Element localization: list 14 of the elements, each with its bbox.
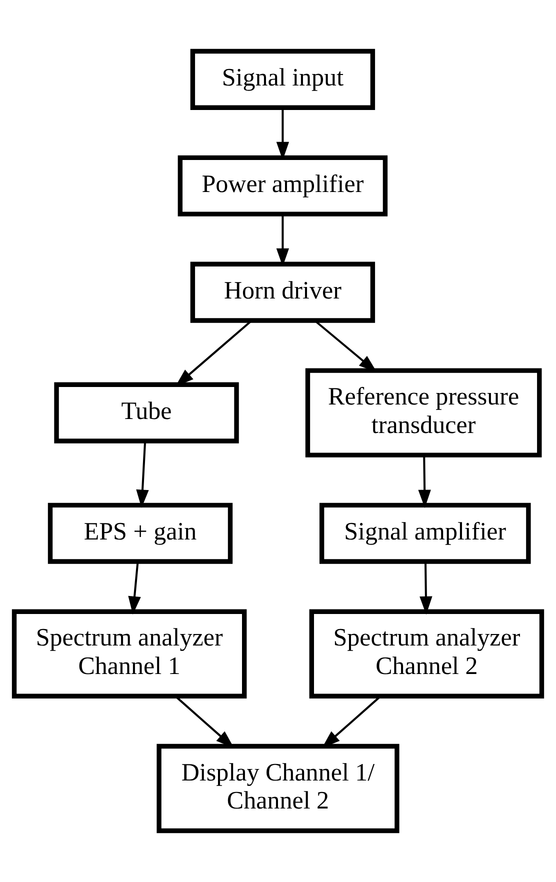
arrow bbox=[128, 561, 141, 615]
node-box: Signal input bbox=[190, 48, 376, 110]
node-box: Reference pressure transducer bbox=[305, 368, 542, 458]
node-box: Horn driver bbox=[190, 262, 376, 323]
arrow bbox=[420, 562, 432, 615]
node-box: Spectrum analyzer Channel 2 bbox=[309, 609, 544, 698]
node-box: Signal amplifier bbox=[319, 502, 531, 564]
node-box: Tube bbox=[54, 382, 239, 444]
node-box: Spectrum analyzer Channel 1 bbox=[12, 609, 247, 698]
node-box: Display Channel 1/ Channel 2 bbox=[156, 744, 400, 834]
node-box: Power amplifier bbox=[178, 155, 388, 216]
node-box: EPS + gain bbox=[48, 502, 233, 564]
arrow bbox=[136, 440, 149, 508]
arrow bbox=[418, 455, 431, 508]
